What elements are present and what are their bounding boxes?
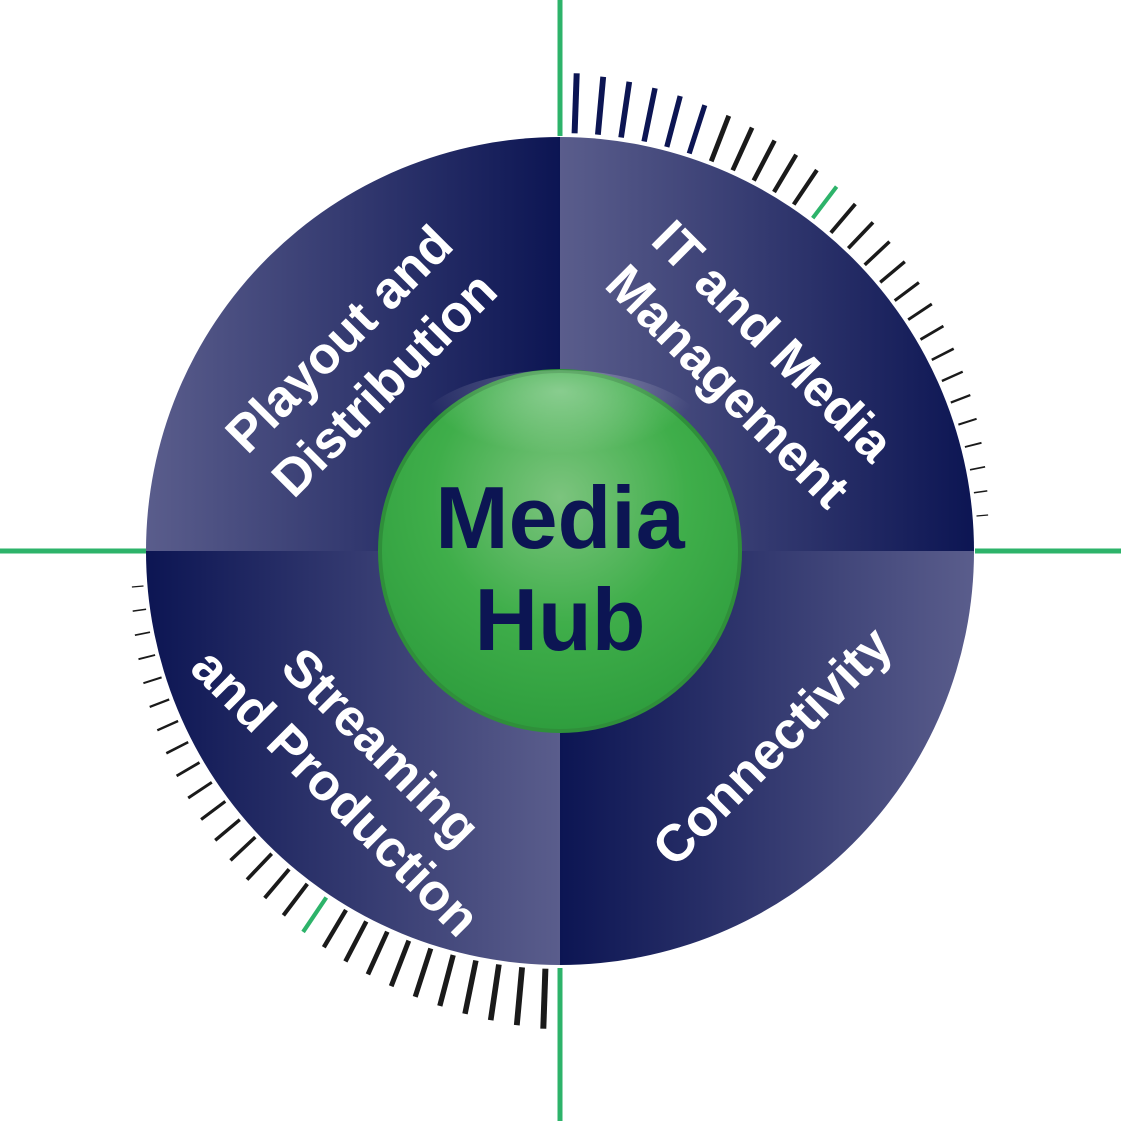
top-right-ring-tick — [730, 126, 755, 172]
bottom-left-ring-tick — [131, 585, 144, 588]
top-right-ring-tick — [976, 514, 989, 517]
top-right-ring-tick — [969, 465, 986, 471]
top-right-ring-tick — [907, 302, 933, 321]
bottom-left-ring-tick — [513, 967, 525, 1026]
bottom-left-ring-tick — [343, 920, 369, 963]
bottom-left-ring-tick — [437, 954, 456, 1007]
bottom-left-ring-tick — [200, 800, 227, 821]
top-right-ring-tick — [811, 185, 839, 220]
top-right-ring-tick — [919, 324, 945, 341]
top-right-ring-tick — [829, 202, 857, 234]
hub-label-line2: Hub — [474, 570, 645, 669]
top-right-ring-tick — [571, 73, 580, 134]
top-right-ring-tick — [931, 347, 955, 362]
top-right-ring-tick — [879, 260, 906, 284]
top-right-ring-tick — [708, 114, 732, 163]
bottom-left-ring-tick — [281, 882, 309, 917]
hub-shine — [410, 370, 710, 510]
top-right-ring-tick — [641, 87, 658, 143]
top-right-ring-tick — [664, 95, 683, 148]
top-right-ring-tick — [973, 490, 988, 494]
bottom-left-ring-tick — [214, 818, 241, 842]
bottom-left-ring-tick — [245, 852, 274, 881]
top-right-ring-tick — [618, 81, 633, 138]
top-right-ring-tick — [595, 76, 607, 135]
bottom-left-ring-tick — [388, 939, 412, 988]
bottom-left-ring-tick — [365, 930, 390, 976]
bottom-left-ring-tick — [187, 781, 213, 800]
top-right-ring-tick — [950, 394, 971, 404]
top-right-ring-tick — [751, 139, 777, 182]
bottom-left-ring-tick — [149, 698, 170, 708]
top-right-ring-tick — [958, 417, 977, 426]
top-right-ring-tick — [941, 370, 964, 383]
bottom-left-ring-tick — [263, 868, 291, 900]
bottom-left-ring-tick — [175, 761, 201, 778]
bottom-left-ring-tick — [462, 959, 479, 1015]
hub-label-line1: Media — [435, 468, 685, 567]
bottom-left-ring-tick — [540, 968, 549, 1029]
bottom-left-ring-tick — [143, 676, 162, 685]
top-right-ring-tick — [686, 104, 708, 155]
top-right-ring-tick — [863, 240, 891, 267]
top-right-ring-tick — [964, 441, 982, 448]
top-right-ring-tick — [772, 153, 799, 194]
top-right-ring-tick — [791, 168, 819, 206]
bottom-left-ring-tick — [229, 835, 257, 862]
bottom-left-ring-tick — [165, 740, 189, 755]
bottom-left-ring-tick — [487, 964, 502, 1021]
bottom-left-ring-tick — [321, 908, 348, 949]
media-hub-center: Media Hub — [378, 369, 742, 733]
bottom-left-ring-tick — [132, 608, 147, 612]
top-right-ring-tick — [893, 281, 920, 302]
tick-rings — [131, 73, 989, 1029]
bottom-left-ring-tick — [134, 631, 151, 637]
top-right-ring-tick — [846, 221, 875, 250]
bottom-left-ring-tick — [156, 719, 179, 732]
bottom-left-ring-tick — [301, 896, 329, 934]
bottom-left-ring-tick — [138, 654, 156, 661]
bottom-left-ring-tick — [412, 947, 434, 998]
